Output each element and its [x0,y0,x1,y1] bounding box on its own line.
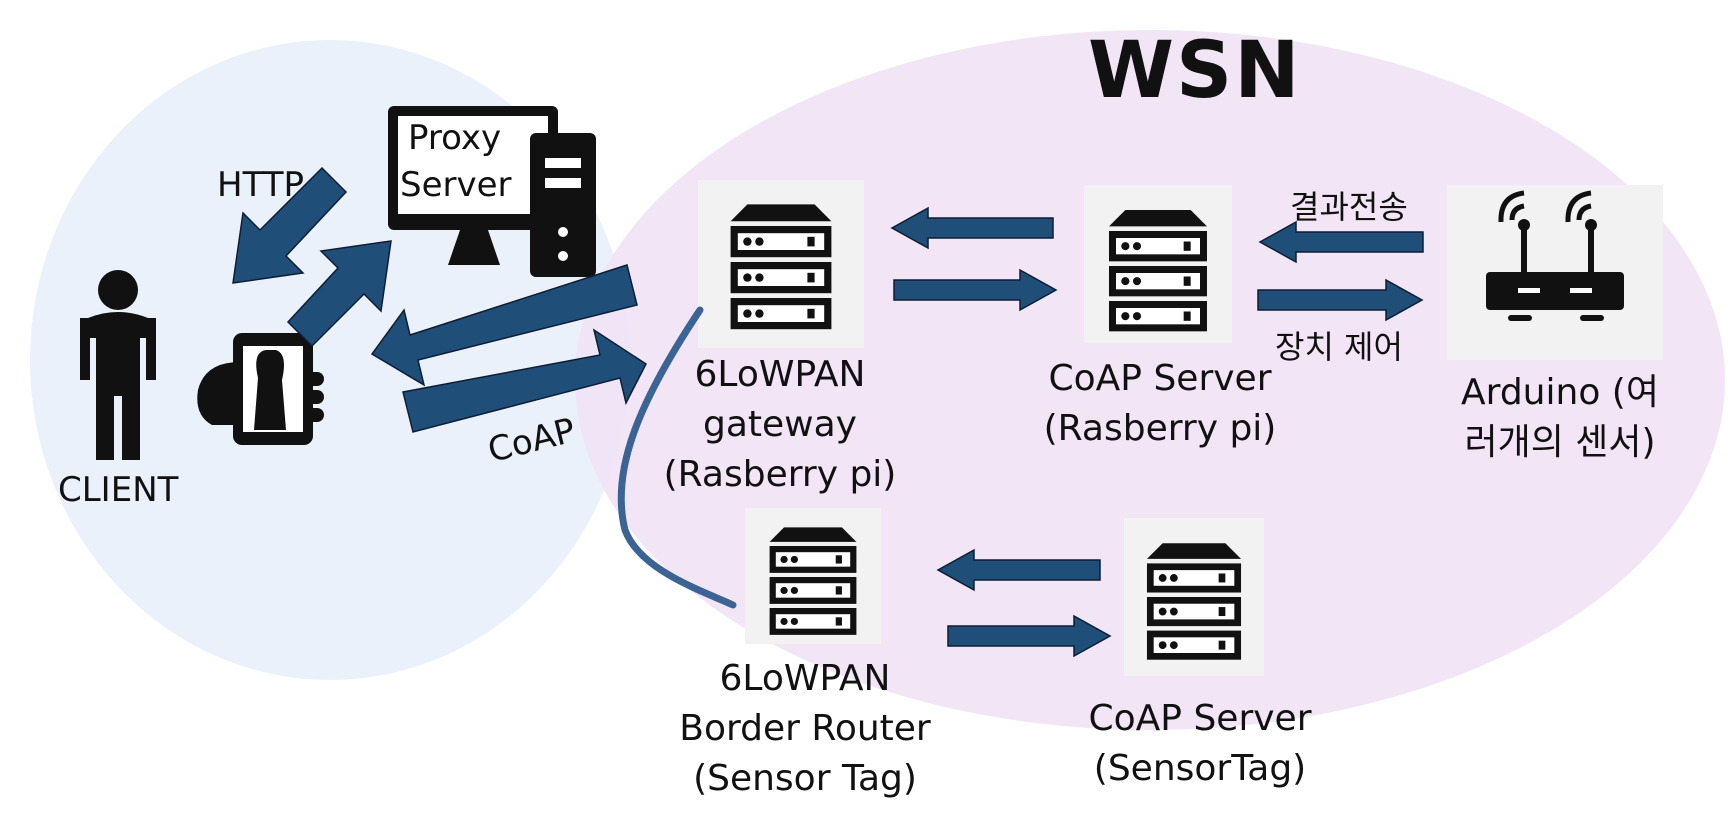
arduino-label-line1: Arduino (여 [1461,372,1659,413]
coap-sensortag-label-line1: CoAP Server [1088,698,1312,739]
diagram-title: WSN [1088,26,1302,116]
smartphone-icon [197,333,324,445]
border-router-label-line2: Border Router [679,708,931,749]
proxy-computer-icon [388,106,596,277]
gateway-label-line1: 6LoWPAN [694,354,866,395]
coap-arrow-to-gateway [402,328,647,433]
coap-sensortag-label-line2: (SensorTag) [1093,748,1307,789]
coap-rpi-label-line2: (Rasberry pi) [1043,408,1277,449]
coap-rpi-label: CoAP Server (Rasberry pi) [1010,354,1310,454]
arrow-arduino-to-rpi [1258,220,1424,264]
http-arrow-to-proxy [286,240,392,348]
http-arrow-to-client [232,166,348,284]
border-router-label: 6LoWPAN Border Router (Sensor Tag) [655,654,955,804]
arrow-rpi-to-arduino [1257,278,1424,322]
gateway-router-link [617,306,737,609]
gateway-label-line3: (Rasberry pi) [663,454,897,495]
arrow-gateway-to-rpi [893,268,1058,312]
coap-rpi-label-line1: CoAP Server [1048,358,1272,399]
coap-arrow-to-client [370,264,638,387]
client-label: CLIENT [58,470,179,510]
router-icon [1486,190,1624,321]
http-label: HTTP [217,165,305,205]
arrow-router-to-sensortag [947,614,1112,658]
result-send-label: 결과전송 [1290,188,1408,226]
arrow-sensortag-to-router [936,548,1101,592]
gateway-label: 6LoWPAN gateway (Rasberry pi) [640,350,920,500]
coap-sensortag-label: CoAP Server (SensorTag) [1050,694,1350,794]
gateway-label-line2: gateway [703,404,857,445]
arduino-label: Arduino (여 러개의 센서) [1440,368,1680,468]
arduino-label-line2: 러개의 센서) [1464,422,1656,463]
device-control-label: 장치 제어 [1275,328,1403,366]
border-router-label-line3: (Sensor Tag) [693,758,917,799]
proxy-label-line2: Server [400,165,512,205]
border-router-label-line1: 6LoWPAN [719,658,891,699]
person-icon [80,270,156,460]
arrow-rpi-to-gateway [890,206,1054,250]
proxy-label-line1: Proxy [408,118,502,158]
